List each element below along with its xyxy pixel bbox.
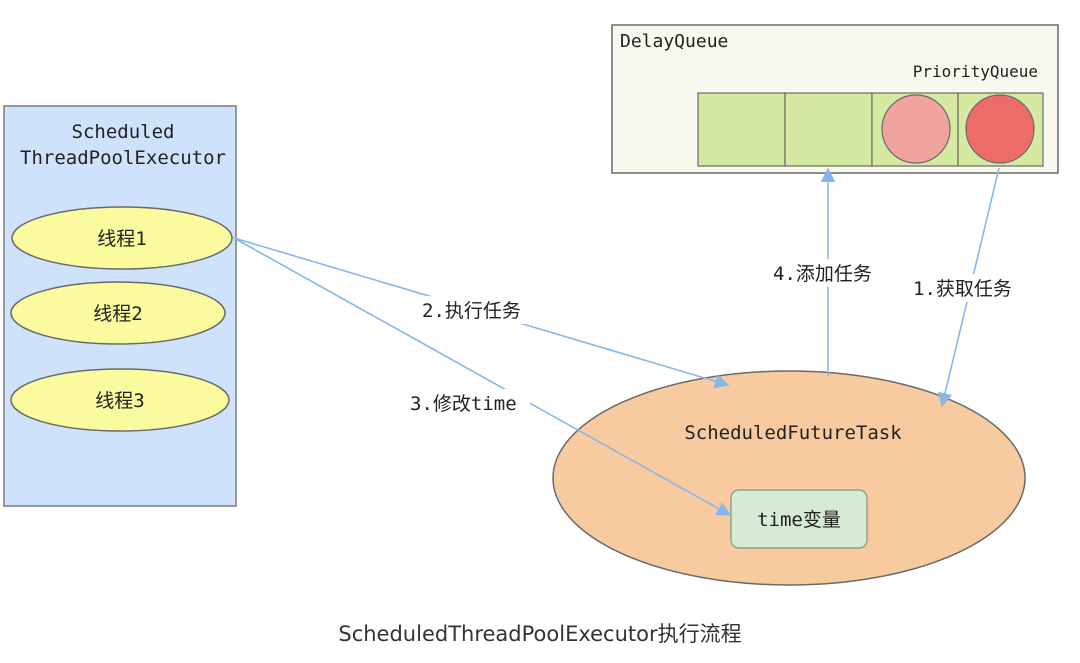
queue-slot-2 bbox=[784, 92, 873, 167]
thread-3-shape bbox=[10, 368, 230, 432]
step-add-task-label: 4.添加任务 bbox=[773, 263, 872, 285]
task-shape bbox=[552, 370, 1026, 586]
thread-1-label: 线程1 bbox=[97, 228, 146, 250]
task-title: ScheduledFutureTask bbox=[684, 422, 902, 444]
thread-3-label: 线程3 bbox=[95, 390, 144, 412]
thread-3: 线程3 bbox=[10, 368, 230, 432]
step-run-task: 2.执行任务 bbox=[418, 296, 542, 324]
thread-2-shape bbox=[10, 281, 226, 345]
delay-queue-title: DelayQueue bbox=[620, 31, 728, 52]
executor-title-line1: Scheduled bbox=[72, 121, 175, 143]
step-add-task: 4.添加任务 bbox=[770, 259, 890, 287]
step-get-task: 1.获取任务 bbox=[910, 274, 1032, 302]
step-modify-time: 3.修改time bbox=[406, 389, 530, 417]
step-run-task-label: 2.执行任务 bbox=[422, 300, 521, 322]
thread-2: 线程2 bbox=[10, 281, 226, 345]
executor-box: Scheduled ThreadPoolExecutor 线程1 线程2 线程3 bbox=[3, 105, 237, 507]
queued-task-circle-light bbox=[881, 94, 951, 164]
queue-slot-1 bbox=[697, 92, 786, 167]
step-modify-time-backing bbox=[406, 389, 530, 417]
time-field-box bbox=[730, 489, 868, 549]
queued-task-circle-dark bbox=[965, 94, 1035, 164]
step-modify-time-label: 3.修改time bbox=[410, 393, 517, 415]
thread-1-shape bbox=[11, 206, 233, 270]
arrow-modify-time bbox=[233, 237, 732, 516]
figure-caption: ScheduledThreadPoolExecutor执行流程 bbox=[338, 622, 742, 646]
scheduled-future-task: ScheduledFutureTask time变量 bbox=[552, 370, 1026, 586]
step-get-task-label: 1.获取任务 bbox=[913, 278, 1012, 300]
thread-1: 线程1 bbox=[11, 206, 233, 270]
step-get-task-backing bbox=[910, 274, 1032, 302]
time-field-label: time变量 bbox=[757, 509, 841, 531]
priority-queue-label: PriorityQueue bbox=[913, 62, 1038, 81]
step-run-task-backing bbox=[418, 296, 542, 324]
priority-queue bbox=[697, 92, 1044, 167]
time-field: time变量 bbox=[730, 489, 868, 549]
executor-title-line2: ThreadPoolExecutor bbox=[20, 147, 226, 169]
step-add-task-backing bbox=[770, 259, 890, 287]
delay-queue-box: DelayQueue PriorityQueue bbox=[611, 24, 1059, 174]
thread-2-label: 线程2 bbox=[93, 303, 142, 325]
